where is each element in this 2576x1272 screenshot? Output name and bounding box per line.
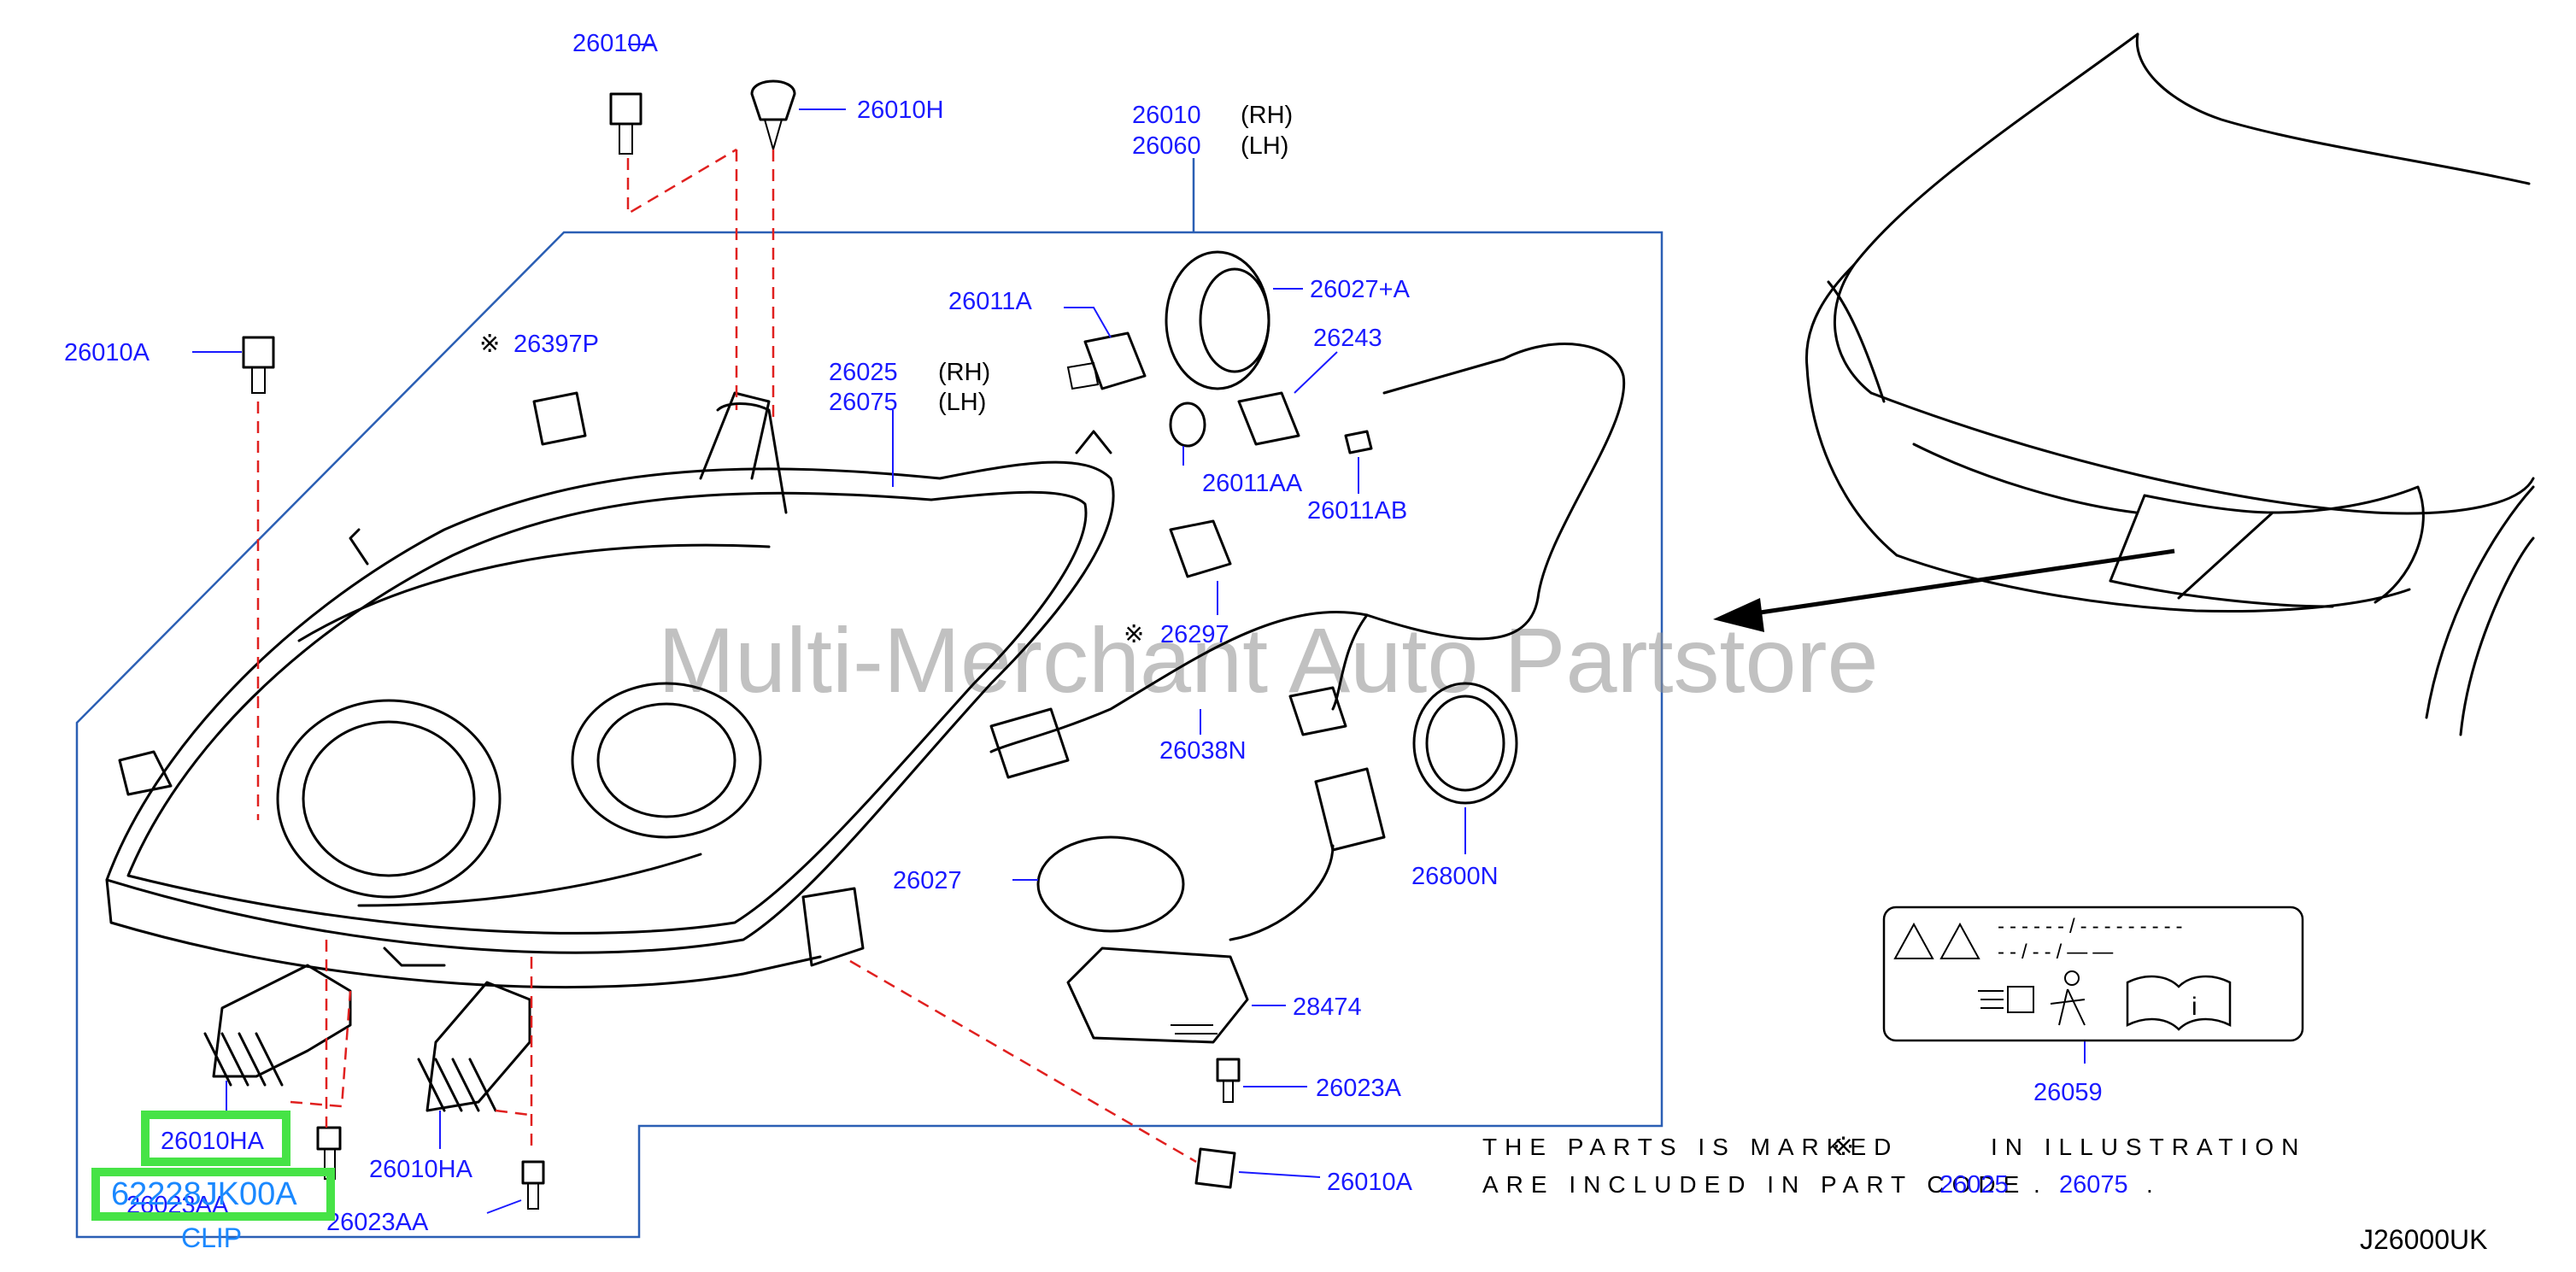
bolt-26010A-bottom	[1194, 1147, 1236, 1189]
label-line-1: ------/---------	[1998, 915, 2188, 938]
callout-26397P: 26397P	[513, 331, 599, 358]
location-arrow	[1713, 548, 2175, 632]
info-glyph: i	[2192, 993, 2198, 1021]
highlighted-parts: 62228JK00A CLIP	[91, 1111, 335, 1253]
cover-26027A	[1165, 250, 1270, 390]
callout-26010H: 26010H	[857, 97, 944, 124]
igniter-28474	[1229, 767, 1386, 941]
callout-26010HA-a: 26010HA	[161, 1128, 265, 1155]
callout-26010HA-b: 26010HA	[369, 1156, 473, 1183]
leader-lines	[192, 44, 2086, 1214]
callout-26011AB: 26011AB	[1307, 497, 1407, 525]
note-line-2: ARE INCLUDED IN PART CODE	[1482, 1171, 2027, 1198]
person-icon	[2064, 970, 2080, 986]
screw-26023AA-b	[521, 1160, 545, 1210]
socket-26243	[1237, 391, 1300, 446]
bracket-right	[417, 981, 531, 1112]
warning-label-26059: ------/--------- --/--/—— i	[1882, 906, 2304, 1042]
callout-26027A: 26027+A	[1310, 276, 1411, 303]
callout-26023AA-b: 26023AA	[326, 1209, 429, 1236]
callout-26010: 26010	[1132, 102, 1201, 129]
bulb-26011AA	[1169, 402, 1206, 448]
ballast-28474	[1066, 947, 1249, 1044]
callout-rh-2: (RH)	[938, 359, 990, 386]
gasket-26027	[1036, 835, 1185, 933]
low-beam-lens	[276, 699, 502, 899]
note-dot-2: .	[2146, 1171, 2153, 1198]
callout-28474: 28474	[1293, 994, 1362, 1021]
manual-book-icon	[2126, 975, 2232, 1031]
connector-housing	[801, 887, 865, 967]
cap-26397P	[532, 391, 587, 446]
callout-lh-2: (LH)	[938, 389, 986, 416]
bulb-26011AB	[1344, 430, 1373, 454]
callout-26800N: 26800N	[1411, 863, 1499, 890]
vehicle-sketch	[1804, 32, 2535, 736]
callout-26011A: 26011A	[948, 288, 1032, 315]
callout-26011AA: 26011AA	[1202, 470, 1303, 497]
highlight-62228JK00A	[91, 1168, 335, 1221]
callout-26027: 26027	[893, 867, 962, 894]
part-clip-label: CLIP	[181, 1222, 242, 1253]
callouts: 26010A 26010H 26010 (RH) 26060 (LH) 2601…	[64, 30, 2103, 1236]
diagram-code: J26000UK	[2360, 1224, 2487, 1255]
note-marker: ※	[1833, 1133, 1854, 1161]
callout-26060: 26060	[1132, 132, 1201, 160]
clip-26010H	[750, 79, 796, 153]
callout-26059: 26059	[2033, 1079, 2103, 1106]
bulb-26011A	[1066, 331, 1147, 390]
bolt-26010A-top	[609, 92, 643, 155]
callout-26297: 26297	[1160, 621, 1229, 648]
socket-26800N	[1412, 682, 1518, 805]
callout-26038N: 26038N	[1159, 737, 1247, 765]
footnote: THE PARTS IS MARKED ※ IN ILLUSTRATION AR…	[1482, 1133, 2306, 1199]
callout-26010A-left: 26010A	[64, 339, 150, 366]
screw-26023A	[1216, 1058, 1241, 1103]
harness-26038N	[989, 343, 1626, 779]
callout-26075: 26075	[829, 389, 898, 416]
marker-26297: ※	[1124, 621, 1144, 648]
note-dot-1: .	[2033, 1171, 2040, 1198]
part-62228JK00A-link[interactable]: 62228JK00A	[111, 1176, 297, 1212]
assembly-frame	[75, 231, 1664, 1239]
callout-lh-1: (LH)	[1241, 132, 1288, 160]
marker-26397P: ※	[479, 331, 500, 358]
note-line-1: THE PARTS IS MARKED	[1482, 1134, 1898, 1160]
note-line-1b: IN ILLUSTRATION	[1991, 1134, 2306, 1160]
bulb-26297	[1169, 519, 1232, 578]
headlamp-housing	[105, 391, 1115, 989]
callout-rh-1: (RH)	[1241, 102, 1293, 129]
bolt-26010A-left	[242, 336, 275, 394]
callout-26025: 26025	[829, 359, 898, 386]
high-beam-lens	[571, 682, 762, 839]
callout-26010A-bottom: 26010A	[1327, 1169, 1413, 1196]
callout-26023A: 26023A	[1316, 1075, 1402, 1102]
note-code-1: 26025	[1939, 1171, 2009, 1199]
note-code-2: 26075	[2059, 1171, 2128, 1199]
callout-26010A-top: 26010A	[572, 30, 659, 57]
bracket-left	[203, 964, 352, 1087]
headlight-beam-icon	[1978, 990, 2004, 1009]
alignment-lines	[256, 148, 1197, 1164]
highlight-26010HA	[141, 1111, 290, 1166]
callout-26243: 26243	[1313, 325, 1382, 352]
label-line-2: --/--/——	[1998, 941, 2118, 964]
